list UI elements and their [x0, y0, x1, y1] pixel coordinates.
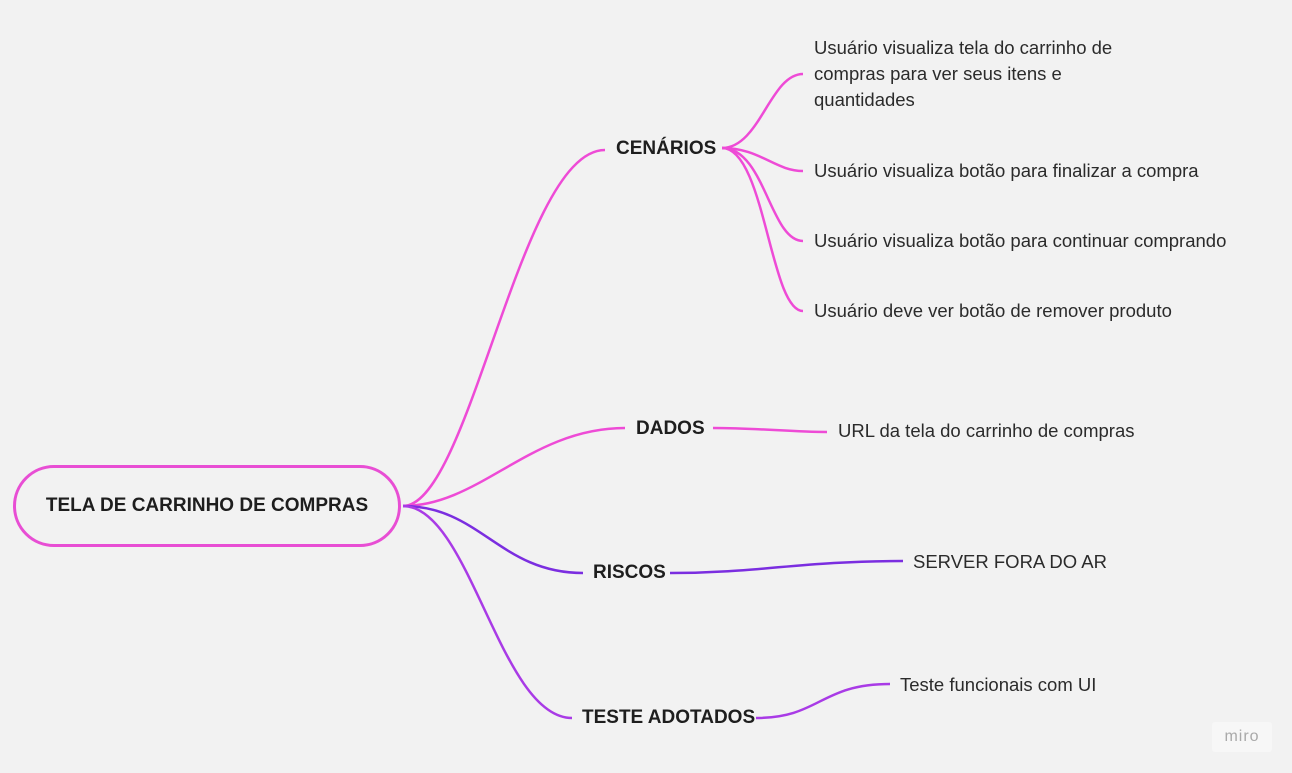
connector-riscos-item1 [669, 559, 904, 575]
connector-cenarios-item3 [721, 146, 804, 243]
connector-root-riscos [402, 504, 584, 575]
connector-cenarios-item4 [721, 146, 804, 313]
connector-root-dados [402, 426, 626, 508]
branch-riscos[interactable]: RISCOS [593, 562, 666, 583]
leaf-dados-1[interactable]: URL da tela do carrinho de compras [838, 420, 1135, 441]
leaf-cenarios-2[interactable]: Usuário visualiza botão para finalizar a… [814, 160, 1199, 181]
leaf-riscos-1[interactable]: SERVER FORA DO AR [913, 551, 1107, 572]
connector-cenarios-item2 [721, 146, 804, 173]
leaf-teste-1[interactable]: Teste funcionais com UI [900, 674, 1097, 695]
branch-dados[interactable]: DADOS [636, 418, 705, 439]
connector-cenarios-item1 [721, 72, 804, 150]
connector-teste-item1 [755, 682, 891, 720]
root-node-label: TELA DE CARRINHO DE COMPRAS [45, 495, 369, 516]
leaf-cenarios-1[interactable]: Usuário visualiza tela do carrinho de co… [814, 37, 1113, 110]
miro-logo: miro [1212, 722, 1272, 752]
root-node[interactable]: TELA DE CARRINHO DE COMPRAS [13, 465, 401, 547]
branch-teste-adotados[interactable]: TESTE ADOTADOS [582, 707, 756, 728]
connector-dados-item1 [712, 426, 828, 434]
miro-logo-text: miro [1224, 728, 1260, 745]
branch-cenarios[interactable]: CENÁRIOS [616, 138, 717, 159]
leaf-cenarios-4[interactable]: Usuário deve ver botão de remover produt… [814, 300, 1172, 321]
leaf-cenarios-3[interactable]: Usuário visualiza botão para continuar c… [814, 230, 1227, 251]
connector-root-cenarios [402, 148, 606, 508]
connector-root-teste [402, 504, 573, 720]
